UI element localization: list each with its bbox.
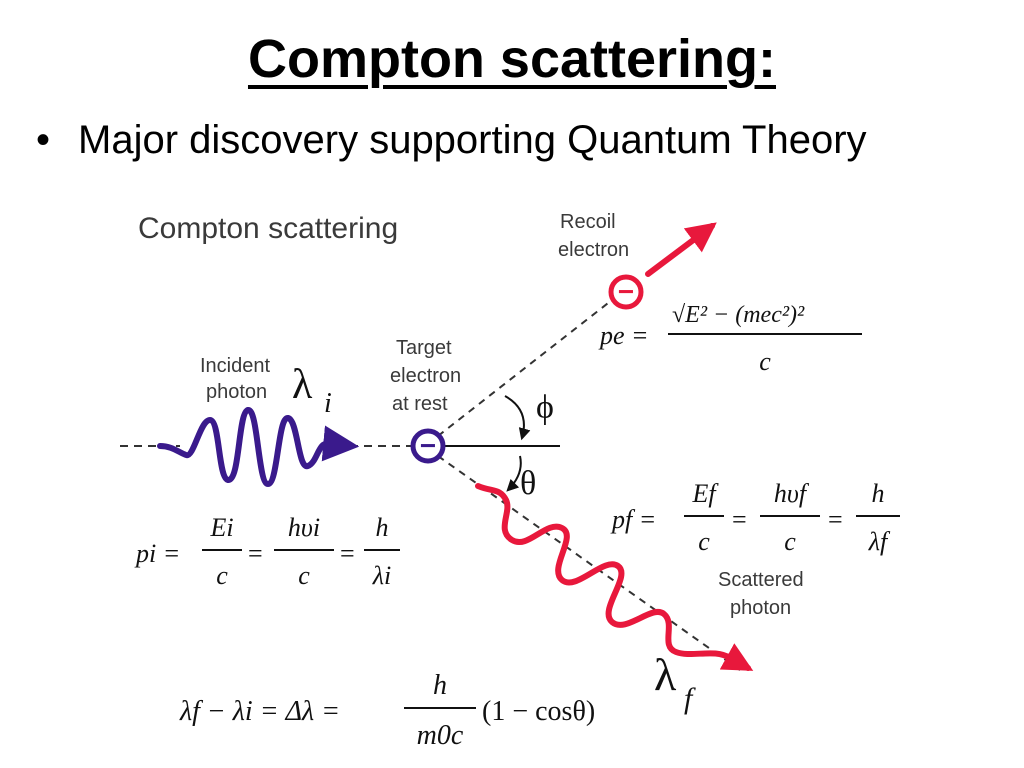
slide-title: Compton scattering: [247,29,776,89]
pf-eq3: = [828,505,843,534]
pf-frac1-den: c [698,527,710,556]
incident-momentum-equation: pi = Ei c = hυi c = h λi [134,513,400,590]
scattered-path [437,455,741,671]
shift-numerator: h [433,670,447,701]
target-label-3: at rest [392,393,448,415]
recoil-momentum-equation: pe = √E² − (mec²)² c [598,302,862,376]
recoil-path [437,299,613,437]
pi-lhs: pi = [134,539,180,568]
pe-numerator: √E² − (mec²)² [672,302,805,328]
phi-arc [504,395,531,441]
shift-denominator: m0c [417,720,464,751]
target-electron: − [410,428,446,464]
shift-rhs: (1 − cosθ) [482,696,595,727]
compton-shift-equation: λf − λi = Δλ = h m0c (1 − cosθ) [179,670,595,751]
lambda-i-symbol: λ [292,362,313,408]
target-electron-sign: − [420,430,436,461]
figure-title: Compton scattering [138,212,398,245]
pi-frac2-den: c [298,561,310,590]
lambda-i-sub: i [324,388,332,419]
lambda-f-sub: f [684,682,696,715]
pf-frac3-num: h [872,479,885,508]
target-label-2: electron [390,365,461,387]
shift-lhs: λf − λi = Δλ = [179,696,340,727]
target-label-1: Target [396,337,452,359]
pf-frac3-den: λf [868,527,891,556]
pi-frac1-den: c [216,561,228,590]
pi-frac3-num: h [376,513,389,542]
theta-arc [506,455,522,492]
recoil-label-2: electron [558,239,629,261]
incident-label-1: Incident [200,355,270,377]
pi-eq2: = [248,539,263,568]
bullet-icon: • [36,118,51,162]
pi-frac2-num: hυi [288,513,320,542]
scattered-label-2: photon [730,597,791,619]
scattered-photon-wave [475,483,754,671]
incident-photon-wave [157,406,360,488]
pi-eq3: = [340,539,355,568]
incident-label-2: photon [206,381,267,403]
lambda-f-symbol: λ [654,649,677,700]
pf-frac2-den: c [784,527,796,556]
recoil-electron: − [608,274,644,310]
phi-label: ϕ [536,389,554,426]
pe-denominator: c [759,347,771,376]
pf-eq2: = [732,505,747,534]
pe-lhs: pe = [598,321,649,350]
pf-frac1-num: Ef [691,479,719,508]
pf-lhs: pf = [610,505,656,534]
recoil-label-1: Recoil [560,211,616,233]
recoil-arrow [645,222,717,277]
pi-frac1-num: Ei [209,513,233,542]
scattered-momentum-equation: pf = Ef c = hυf c = h λf [610,479,900,556]
bullet-point: • Major discovery supporting Quantum Theo… [36,118,867,163]
pf-frac2-num: hυf [774,479,810,508]
bullet-text: Major discovery supporting Quantum Theor… [78,118,867,162]
theta-label: θ [520,465,536,502]
scattered-label-1: Scattered [718,569,804,591]
pi-frac3-den: λi [372,561,391,590]
recoil-electron-sign: − [618,276,634,307]
